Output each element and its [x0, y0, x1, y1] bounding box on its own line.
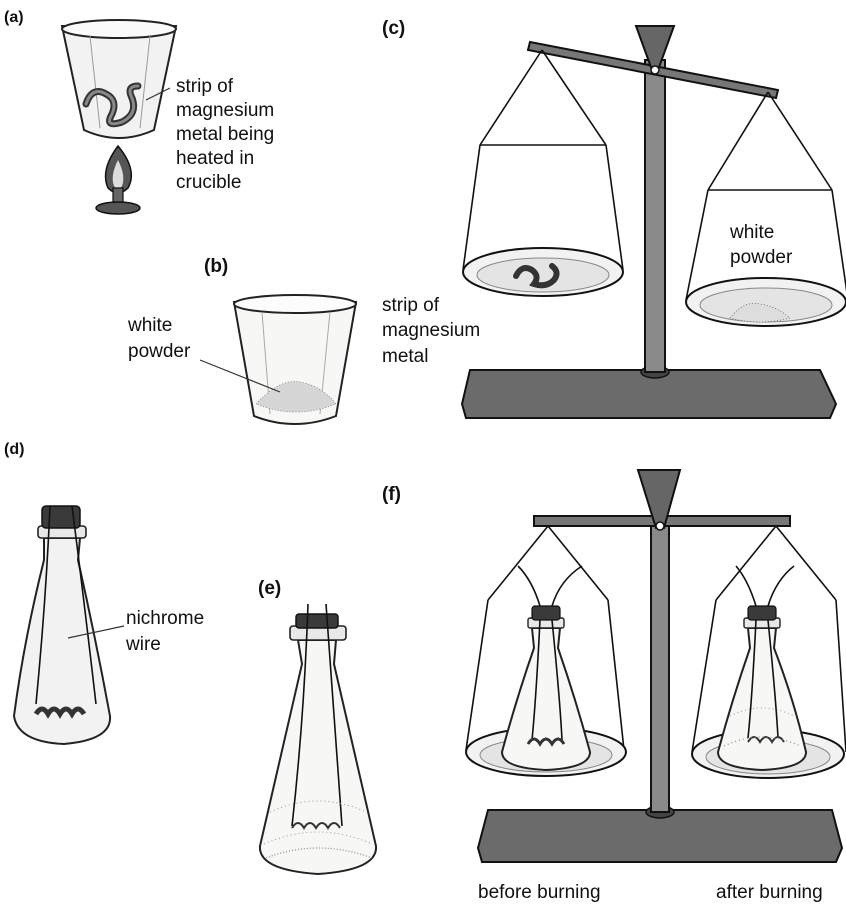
panel-a-label: (a)	[4, 9, 24, 26]
svg-text:white: white	[127, 315, 172, 336]
caption-before-burning: before burning	[478, 882, 601, 903]
svg-text:white: white	[729, 222, 774, 243]
svg-text:metal: metal	[382, 346, 428, 367]
balance-c	[462, 26, 846, 418]
flask-e	[260, 604, 376, 874]
panel-d-label: (d)	[4, 441, 24, 458]
balance-f	[466, 470, 846, 862]
panel-c-label: (c)	[382, 18, 405, 39]
svg-text:magnesium: magnesium	[176, 100, 274, 121]
svg-text:strip of: strip of	[176, 76, 234, 97]
flask-d	[14, 506, 110, 744]
panel-f-label: (f)	[382, 484, 401, 505]
svg-text:metal being: metal being	[176, 124, 274, 145]
label-c-right: white powder	[729, 222, 793, 268]
svg-text:magnesium: magnesium	[382, 320, 480, 341]
label-c-left: strip of magnesium metal	[382, 295, 480, 367]
svg-text:heated in: heated in	[176, 148, 254, 169]
crucible-b	[234, 295, 356, 424]
svg-text:wire: wire	[125, 634, 161, 655]
svg-text:powder: powder	[128, 341, 191, 362]
panel-a: (a) strip of magnesium metal being heate…	[4, 9, 274, 214]
panel-b-label: (b)	[204, 256, 228, 277]
flask-before	[502, 566, 590, 770]
panel-c: (c) strip of magnes	[382, 18, 846, 418]
label-b: white powder	[127, 315, 191, 362]
svg-text:nichrome: nichrome	[126, 608, 204, 629]
panel-b: (b) white powder	[127, 256, 356, 424]
svg-text:strip of: strip of	[382, 295, 440, 316]
label-a: strip of magnesium metal being heated in…	[176, 76, 274, 193]
balance-pillar-f	[651, 520, 669, 812]
flask-after	[718, 566, 806, 770]
burner-flame-a	[96, 146, 140, 214]
balance-pillar-c	[645, 60, 665, 372]
panel-e: (e)	[258, 578, 376, 874]
svg-text:powder: powder	[730, 247, 793, 268]
caption-after-burning: after burning	[716, 882, 823, 903]
panel-d: (d) nichrome wire	[4, 441, 204, 744]
svg-text:crucible: crucible	[176, 172, 241, 193]
panel-e-label: (e)	[258, 578, 281, 599]
panel-f: (f)	[382, 470, 846, 903]
label-d: nichrome wire	[125, 608, 204, 655]
